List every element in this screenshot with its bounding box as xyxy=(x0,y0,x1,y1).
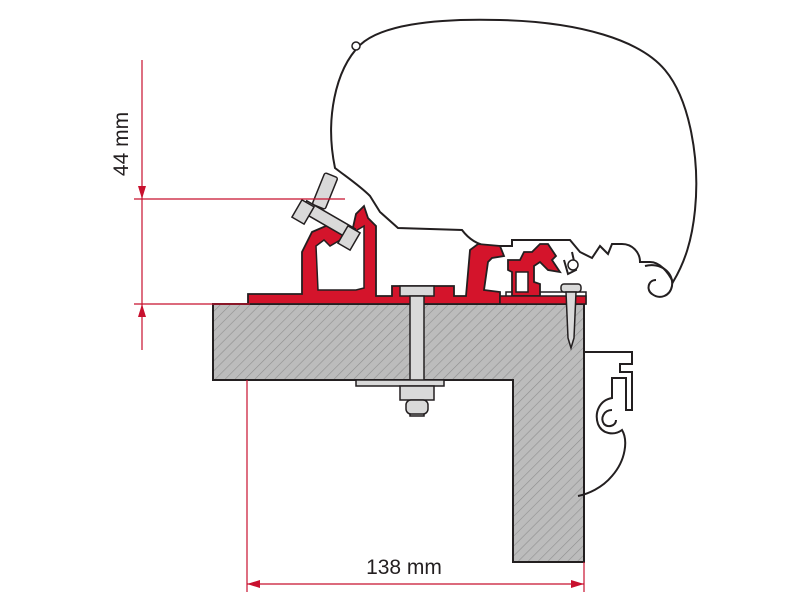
wall-profile-right xyxy=(577,351,633,497)
clamp-bolt-nut-b xyxy=(336,224,362,252)
bolt-end xyxy=(405,399,429,415)
adapter-profile-base-strip xyxy=(499,295,587,305)
wall-profile-hook xyxy=(601,409,617,428)
clamp-bolt-plate xyxy=(311,172,339,210)
screw-head xyxy=(560,283,582,293)
clamp-bolt-nut-a xyxy=(290,198,316,226)
dim-height-label: 44 mm xyxy=(110,112,133,176)
bolt-nut xyxy=(399,385,435,401)
wood-screw xyxy=(560,283,582,351)
dim-width-label: 138 mm xyxy=(366,556,442,579)
bolt-head xyxy=(399,285,435,297)
adapter-profile-slot xyxy=(515,271,529,293)
awning-cassette-knob xyxy=(351,41,361,51)
dim-height-arrow-top xyxy=(138,186,146,199)
awning-cassette-end-loop xyxy=(644,264,674,298)
vehicle-wall-section xyxy=(212,303,585,563)
dim-height-arrow-bottom xyxy=(138,304,146,317)
dimension-width: 138 mm xyxy=(246,380,585,592)
adapter-profile-left xyxy=(247,204,506,305)
bolt-washer xyxy=(355,379,445,387)
awning-cassette-body xyxy=(330,18,698,285)
clamp-bolt xyxy=(290,172,362,252)
screw-shank xyxy=(565,291,577,351)
dim-width-arrow-left xyxy=(247,580,260,588)
dimension-height: 44 mm xyxy=(110,60,345,350)
awning-cassette-bead xyxy=(567,259,579,271)
bolt-with-nut xyxy=(355,285,445,417)
dim-width-arrow-right xyxy=(571,580,584,588)
awning-cassette xyxy=(330,18,698,298)
